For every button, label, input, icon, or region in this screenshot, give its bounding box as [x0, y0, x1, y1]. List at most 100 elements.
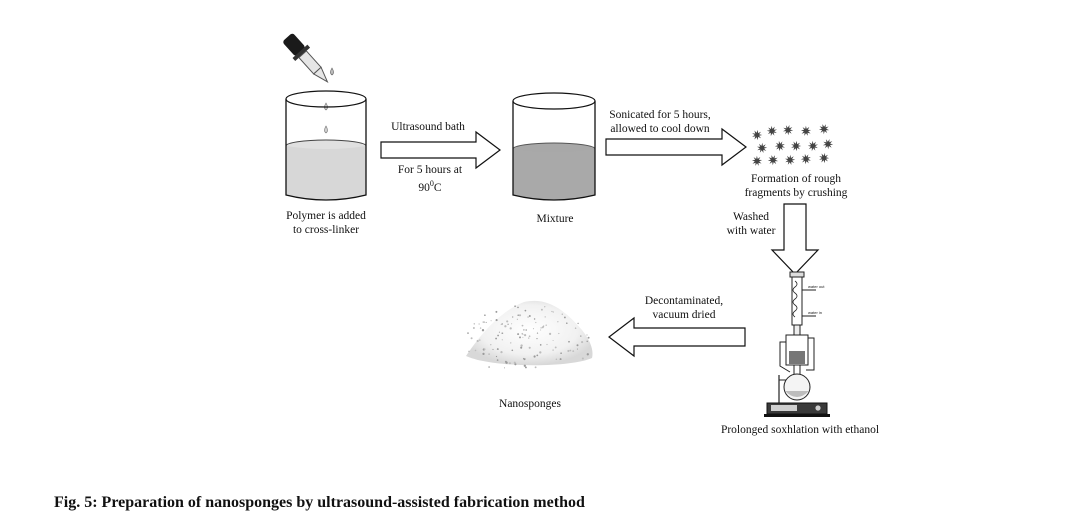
powder-speckle — [540, 308, 543, 311]
powder-speckle — [552, 339, 554, 342]
powder-speckle — [560, 352, 562, 355]
powder-speckle — [577, 322, 579, 325]
powder-speckle — [517, 314, 519, 316]
arrow-sonicated — [605, 127, 747, 167]
fragments-line1: Formation of rough — [750, 173, 842, 185]
powder-speckle — [540, 327, 542, 329]
powder-speckle — [533, 318, 536, 320]
powder-speckle — [527, 316, 529, 318]
sonicated-label: Sonicated for 5 hours, allowed to cool d… — [596, 108, 724, 136]
powder-speckle — [467, 332, 469, 334]
powder-speckle — [536, 332, 539, 334]
powder-speckle — [512, 316, 514, 318]
powder-speckle — [528, 346, 531, 349]
powder-speckle — [481, 329, 485, 332]
soxhlet-apparatus-icon — [764, 271, 830, 417]
powder-speckle — [532, 328, 535, 330]
decontaminated-line1: Decontaminated, — [644, 295, 724, 307]
powder-speckle — [572, 350, 575, 352]
powder-speckle — [567, 349, 570, 353]
powder-speckle — [517, 333, 520, 336]
decontaminated-label: Decontaminated, vacuum dried — [628, 294, 740, 322]
fragment-particle — [800, 153, 811, 165]
powder-speckle — [581, 341, 584, 344]
fragment-particle — [791, 140, 802, 152]
ultrasound-bath-label: Ultrasound bath — [391, 121, 465, 133]
powder-speckle — [523, 364, 526, 367]
soxhlet-water-in-label: water in — [808, 310, 822, 315]
powder-speckle — [569, 349, 572, 352]
powder-speckle — [558, 332, 560, 335]
powder-speckle — [483, 348, 486, 351]
powder-speckle — [472, 327, 475, 329]
powder-speckle — [501, 323, 503, 325]
powder-speckle — [576, 348, 578, 350]
powder-speckle — [552, 311, 554, 313]
powder-speckle — [479, 339, 481, 341]
fragment-particle — [766, 125, 777, 137]
decontaminated-line2: vacuum dried — [652, 309, 716, 321]
powder-speckle — [506, 320, 509, 323]
powder-speckle — [516, 318, 518, 320]
powder-speckle — [473, 323, 476, 325]
powder-speckle — [519, 336, 521, 339]
temperature-degree: 0 — [429, 179, 434, 188]
dropper-icon — [283, 33, 334, 83]
sonicated-line2: allowed to cool down — [610, 123, 710, 135]
powder-speckle — [540, 329, 542, 331]
powder-speckle — [514, 305, 516, 308]
arrow-washed — [770, 203, 820, 275]
nanosponges-powder-icon — [466, 300, 593, 369]
temperature-value: 90 — [418, 181, 430, 194]
powder-speckle — [539, 351, 542, 354]
powder-speckle — [541, 326, 544, 329]
fragment-particle — [822, 139, 834, 150]
powder-speckle — [576, 344, 579, 347]
powder-speckle — [485, 321, 487, 323]
sonicated-line1: Sonicated for 5 hours, — [609, 109, 711, 121]
powder-speckle — [568, 340, 570, 343]
powder-speckle — [524, 358, 526, 360]
fragment-particle — [757, 142, 768, 153]
powder-speckle — [488, 353, 490, 355]
powder-speckle — [520, 346, 523, 349]
powder-speckle — [468, 350, 470, 353]
powder-speckle — [559, 358, 562, 361]
arrow-decontaminated — [608, 316, 746, 358]
temperature-unit: C — [433, 181, 442, 194]
fragment-particle — [752, 129, 763, 141]
powder-speckle — [546, 343, 548, 346]
powder-speckle — [495, 319, 498, 322]
rough-fragments-icon — [751, 124, 834, 166]
powder-speckle — [470, 337, 473, 340]
powder-speckle — [524, 309, 527, 312]
powder-speckle — [535, 321, 537, 324]
powder-speckle — [513, 361, 516, 364]
powder-speckle — [484, 314, 486, 317]
powder-speckle — [478, 323, 480, 325]
powder-speckle — [555, 358, 558, 361]
powder-speckle — [544, 306, 546, 308]
powder-speckle — [505, 361, 508, 364]
powder-speckle — [536, 354, 539, 357]
powder-speckle — [536, 338, 538, 340]
powder-speckle — [510, 342, 512, 344]
powder-speckle — [490, 320, 492, 322]
powder-speckle — [545, 324, 547, 326]
soxhlet-water-out-label: water out — [808, 284, 825, 289]
powder-speckle — [496, 359, 499, 361]
fragment-particle — [751, 155, 763, 166]
powder-speckle — [586, 334, 588, 336]
powder-speckle — [521, 332, 524, 335]
fragment-particle — [767, 155, 779, 166]
powder-speckle — [511, 349, 514, 352]
powder-speckle — [524, 366, 527, 369]
powder-speckle — [554, 346, 557, 349]
powder-speckle — [557, 321, 559, 323]
powder-speckle — [498, 331, 500, 333]
powder-speckle — [525, 329, 527, 331]
powder-speckle — [509, 327, 512, 330]
powder-speckle — [551, 310, 553, 313]
